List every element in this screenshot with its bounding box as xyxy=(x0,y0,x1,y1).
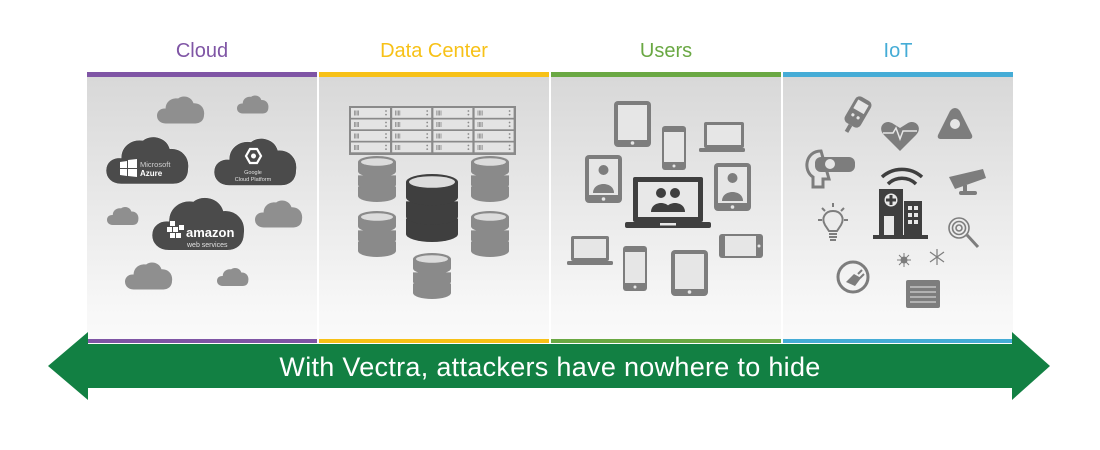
hospital-wifi-icon xyxy=(873,167,928,239)
light-bulb-icon xyxy=(818,203,848,241)
column-title-users: Users xyxy=(639,40,693,62)
fingerprint-search-icon xyxy=(948,217,980,249)
database-icon xyxy=(471,156,509,202)
server-unit xyxy=(433,142,473,153)
phone-icon xyxy=(719,234,763,258)
server-unit xyxy=(433,131,473,141)
server-unit xyxy=(351,108,390,118)
server-unit xyxy=(474,119,514,130)
server-unit xyxy=(433,108,473,118)
aws-line1: amazon xyxy=(186,225,234,240)
users-panel xyxy=(551,72,781,343)
google-line1: Google xyxy=(244,170,262,176)
server-unit xyxy=(392,131,432,141)
server-unit xyxy=(351,131,390,141)
user-tablet-icon xyxy=(585,155,622,203)
google-cloud-logo-icon xyxy=(244,147,263,165)
video-call-laptop-icon xyxy=(625,177,711,228)
database-icon xyxy=(413,253,451,299)
glucose-meter-icon xyxy=(844,96,872,133)
cloud-bottom-bar xyxy=(87,339,317,343)
users-top-bar xyxy=(551,72,781,77)
phone-icon xyxy=(623,246,647,291)
data-center-top-bar xyxy=(319,72,549,77)
server-unit xyxy=(392,108,432,118)
database-icon xyxy=(471,211,509,257)
smart-plug-icon xyxy=(836,260,870,294)
hvac-unit-icon xyxy=(897,249,945,308)
data-center-bottom-bar xyxy=(319,339,549,343)
smart-speaker-icon xyxy=(937,108,973,139)
iot-bottom-bar xyxy=(783,339,1013,343)
banner-text: With Vectra, attackers have nowhere to h… xyxy=(279,352,821,382)
server-unit xyxy=(392,119,432,130)
server-unit xyxy=(392,142,432,153)
aws-cubes-icon xyxy=(167,221,184,238)
azure-line1: Microsoft xyxy=(140,160,171,169)
server-unit xyxy=(351,119,390,130)
server-unit xyxy=(474,142,514,153)
heart-monitor-icon xyxy=(881,122,919,151)
data-center-panel xyxy=(319,72,549,343)
aws-line2: web services xyxy=(186,242,228,249)
vr-headset-icon xyxy=(805,149,855,189)
laptop-icon xyxy=(699,122,745,152)
iot-panel xyxy=(783,72,1013,343)
iot-top-bar xyxy=(783,72,1013,77)
server-rack-icon xyxy=(349,106,516,155)
cloud-top-bar xyxy=(87,72,317,77)
google-line2: Cloud Platform xyxy=(235,177,272,183)
tablet-icon xyxy=(671,250,708,296)
user-tablet-icon xyxy=(714,163,751,211)
cloud-panel: Microsoft Azure Google Cloud Platform am… xyxy=(87,72,317,343)
database-icon xyxy=(358,156,396,202)
server-unit xyxy=(474,108,514,118)
column-title-data-center: Data Center xyxy=(380,40,488,62)
users-bottom-bar xyxy=(551,339,781,343)
windows-logo-icon xyxy=(120,159,137,177)
column-title-cloud: Cloud xyxy=(175,40,229,62)
server-unit xyxy=(474,131,514,141)
azure-line2: Azure xyxy=(140,169,163,178)
server-unit xyxy=(351,142,390,153)
database-icon xyxy=(406,174,458,242)
tablet-icon xyxy=(614,101,651,147)
column-title-iot: IoT xyxy=(883,40,913,62)
laptop-icon xyxy=(567,236,613,265)
database-icon xyxy=(358,211,396,257)
security-camera-icon xyxy=(949,169,986,195)
phone-icon xyxy=(662,126,686,170)
server-unit xyxy=(433,119,473,130)
